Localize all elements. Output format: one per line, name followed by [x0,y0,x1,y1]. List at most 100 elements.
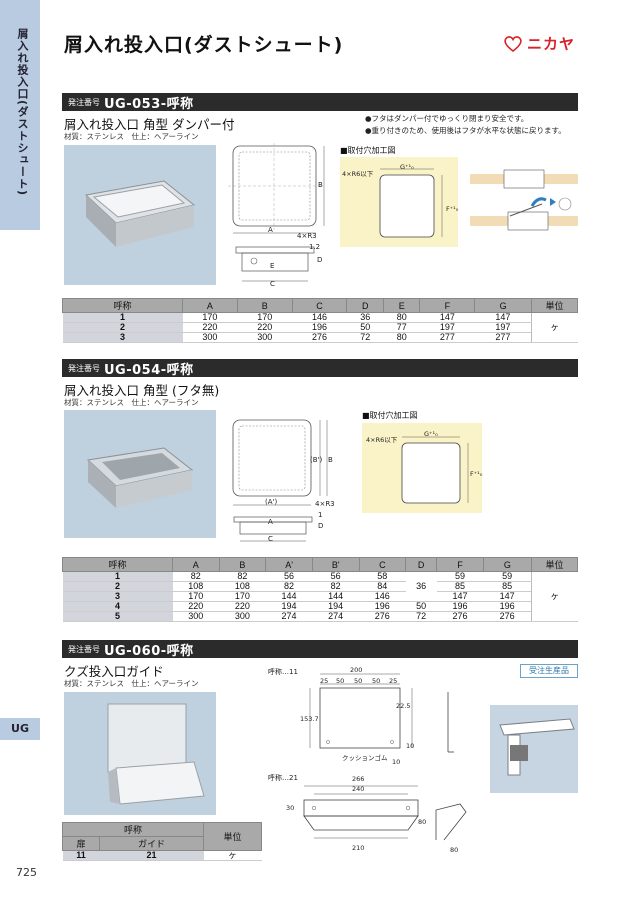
table-row: 1 82 82 56 56 58 36 59 59 ヶ [62,571,578,622]
table-cell: 196 [359,601,406,612]
col-header: 単位 [531,557,578,572]
page-title: 屑入れ投入口(ダストシュート) [64,34,344,56]
dim-266: 266 [352,775,365,783]
table-cell: 82 [219,571,266,582]
product-photo-ug053 [64,145,216,285]
dim-d: D [317,256,323,264]
guide-side-view [435,803,467,841]
col-header: A' [265,557,313,572]
dim-a: A [268,226,273,234]
table-cell: 50 [405,601,437,612]
dim-c: C [270,280,275,288]
table-cell: 50 [346,322,384,333]
table-cell: 196 [483,601,532,612]
table-cell: 82 [265,581,313,592]
table-cell: 4 [62,601,173,612]
table-cell: 170 [172,591,220,602]
table-cell: 36 [346,312,384,323]
table-cell: 72 [346,332,384,343]
side-category-label: 屑入れ投入口(ダストシュート) [16,28,29,197]
col-header: ガイド [99,836,204,851]
table-cell: 82 [312,581,359,592]
col-header: G [474,298,532,313]
table-cell: 300 [237,332,293,343]
unit-cell: ヶ [531,312,578,343]
table-cell: 220 [219,601,266,612]
drawing-ug053 [228,143,325,282]
dim-30: 30 [286,804,295,812]
table-cell: 2 [62,581,173,592]
table-cell: 300 [172,611,220,622]
installation-illustration [490,705,578,793]
table-cell: 56 [265,571,313,582]
table-cell: 276 [292,332,347,343]
order-number-label: 発注番号 [68,363,100,373]
product-code: UG-060-呼称 [104,643,194,659]
product-name: クズ投入口ガイド [64,664,164,679]
section-header-ug054: 発注番号 UG-054-呼称 [62,359,578,378]
table-cell: 2 [62,322,183,333]
table-cell: 277 [419,332,475,343]
table-cell: 146 [359,591,406,602]
note-item: ●フタはダンパー付でゆっくり閉まり安全です。 [365,114,529,123]
table-cell: 56 [312,571,359,582]
product-material: 材質：ステンレス 仕上：ヘアーライン [64,132,199,141]
page-number: 725 [16,866,37,879]
table-cell: 194 [312,601,359,612]
product-photo-ug060 [64,692,216,815]
table-cell: 220 [237,322,293,333]
side-category-tab: 屑入れ投入口(ダストシュート) [0,0,40,230]
dim-80-horizontal: 80 [450,846,459,854]
spec-table-ug060: 呼称 単位 扉 ガイド 11 21 ヶ [61,822,262,861]
table-cell: 80 [383,312,420,323]
product-code: UG-053-呼称 [104,96,194,112]
square-chute-open-image [86,447,194,508]
table-cell: 276 [359,611,406,622]
table-cell: 59 [483,571,532,582]
table-cell: 170 [219,591,266,602]
table-cell: 146 [292,312,347,323]
table-cell: 1 [62,312,183,323]
table-cell: 85 [436,581,484,592]
spec-table-ug053: 呼称 A B C D E F G 単位 1 170 170 146 36 80 … [62,298,578,343]
installed-guide-image [499,718,575,776]
table-cell: 197 [419,322,475,333]
mount-f-label: F⁺¹₀ [446,205,459,213]
col-header: D [405,557,438,572]
col-header: 呼称 [62,822,204,837]
table-row: 3 170 170 144 144 146 147 147 [62,591,578,602]
col-header: 扉 [61,836,101,851]
table-cell: 58 [359,571,406,582]
table-cell: 147 [436,591,484,602]
table-row: 4 220 220 194 194 196 50 196 196 [62,601,578,612]
table-cell: 274 [265,611,313,622]
order-number-label: 発注番号 [68,97,100,107]
col-header: F [419,298,476,313]
guide-product-image [107,703,205,805]
product-photo-ug054 [64,410,216,538]
table-cell: 220 [182,322,238,333]
table-cell: 220 [172,601,220,612]
table-cell: 147 [483,591,532,602]
col-header: 呼称 [62,298,183,313]
heart-logo-icon [504,35,522,52]
table-cell: 277 [474,332,532,343]
dim-10: 10 [406,742,415,750]
table-cell: 276 [483,611,532,622]
col-header: A [182,298,238,313]
table-row: 3 300 300 276 72 80 277 277 [62,332,578,343]
table-cell: 194 [265,601,313,612]
product-code: UG-054-呼称 [104,362,194,378]
table-cell: 196 [292,322,347,333]
dim-radius: 4×R3 [297,232,317,240]
dim-25: 25 [320,677,329,685]
table-cell: 197 [474,322,532,333]
table-cell: 59 [436,571,484,582]
table-cell: 170 [237,312,293,323]
table-row: 2 220 220 196 50 77 197 197 [62,322,578,333]
dim-240: 240 [352,785,365,793]
table-header-row: 呼称 単位 [62,822,262,851]
product-notes: ●フタはダンパー付でゆっくり閉まり安全です。 ●重り付きのため、使用後はフタが水… [365,113,566,137]
col-header: A [172,557,220,572]
product-name: 屑入れ投入口 角型 ダンパー付 [64,117,235,132]
